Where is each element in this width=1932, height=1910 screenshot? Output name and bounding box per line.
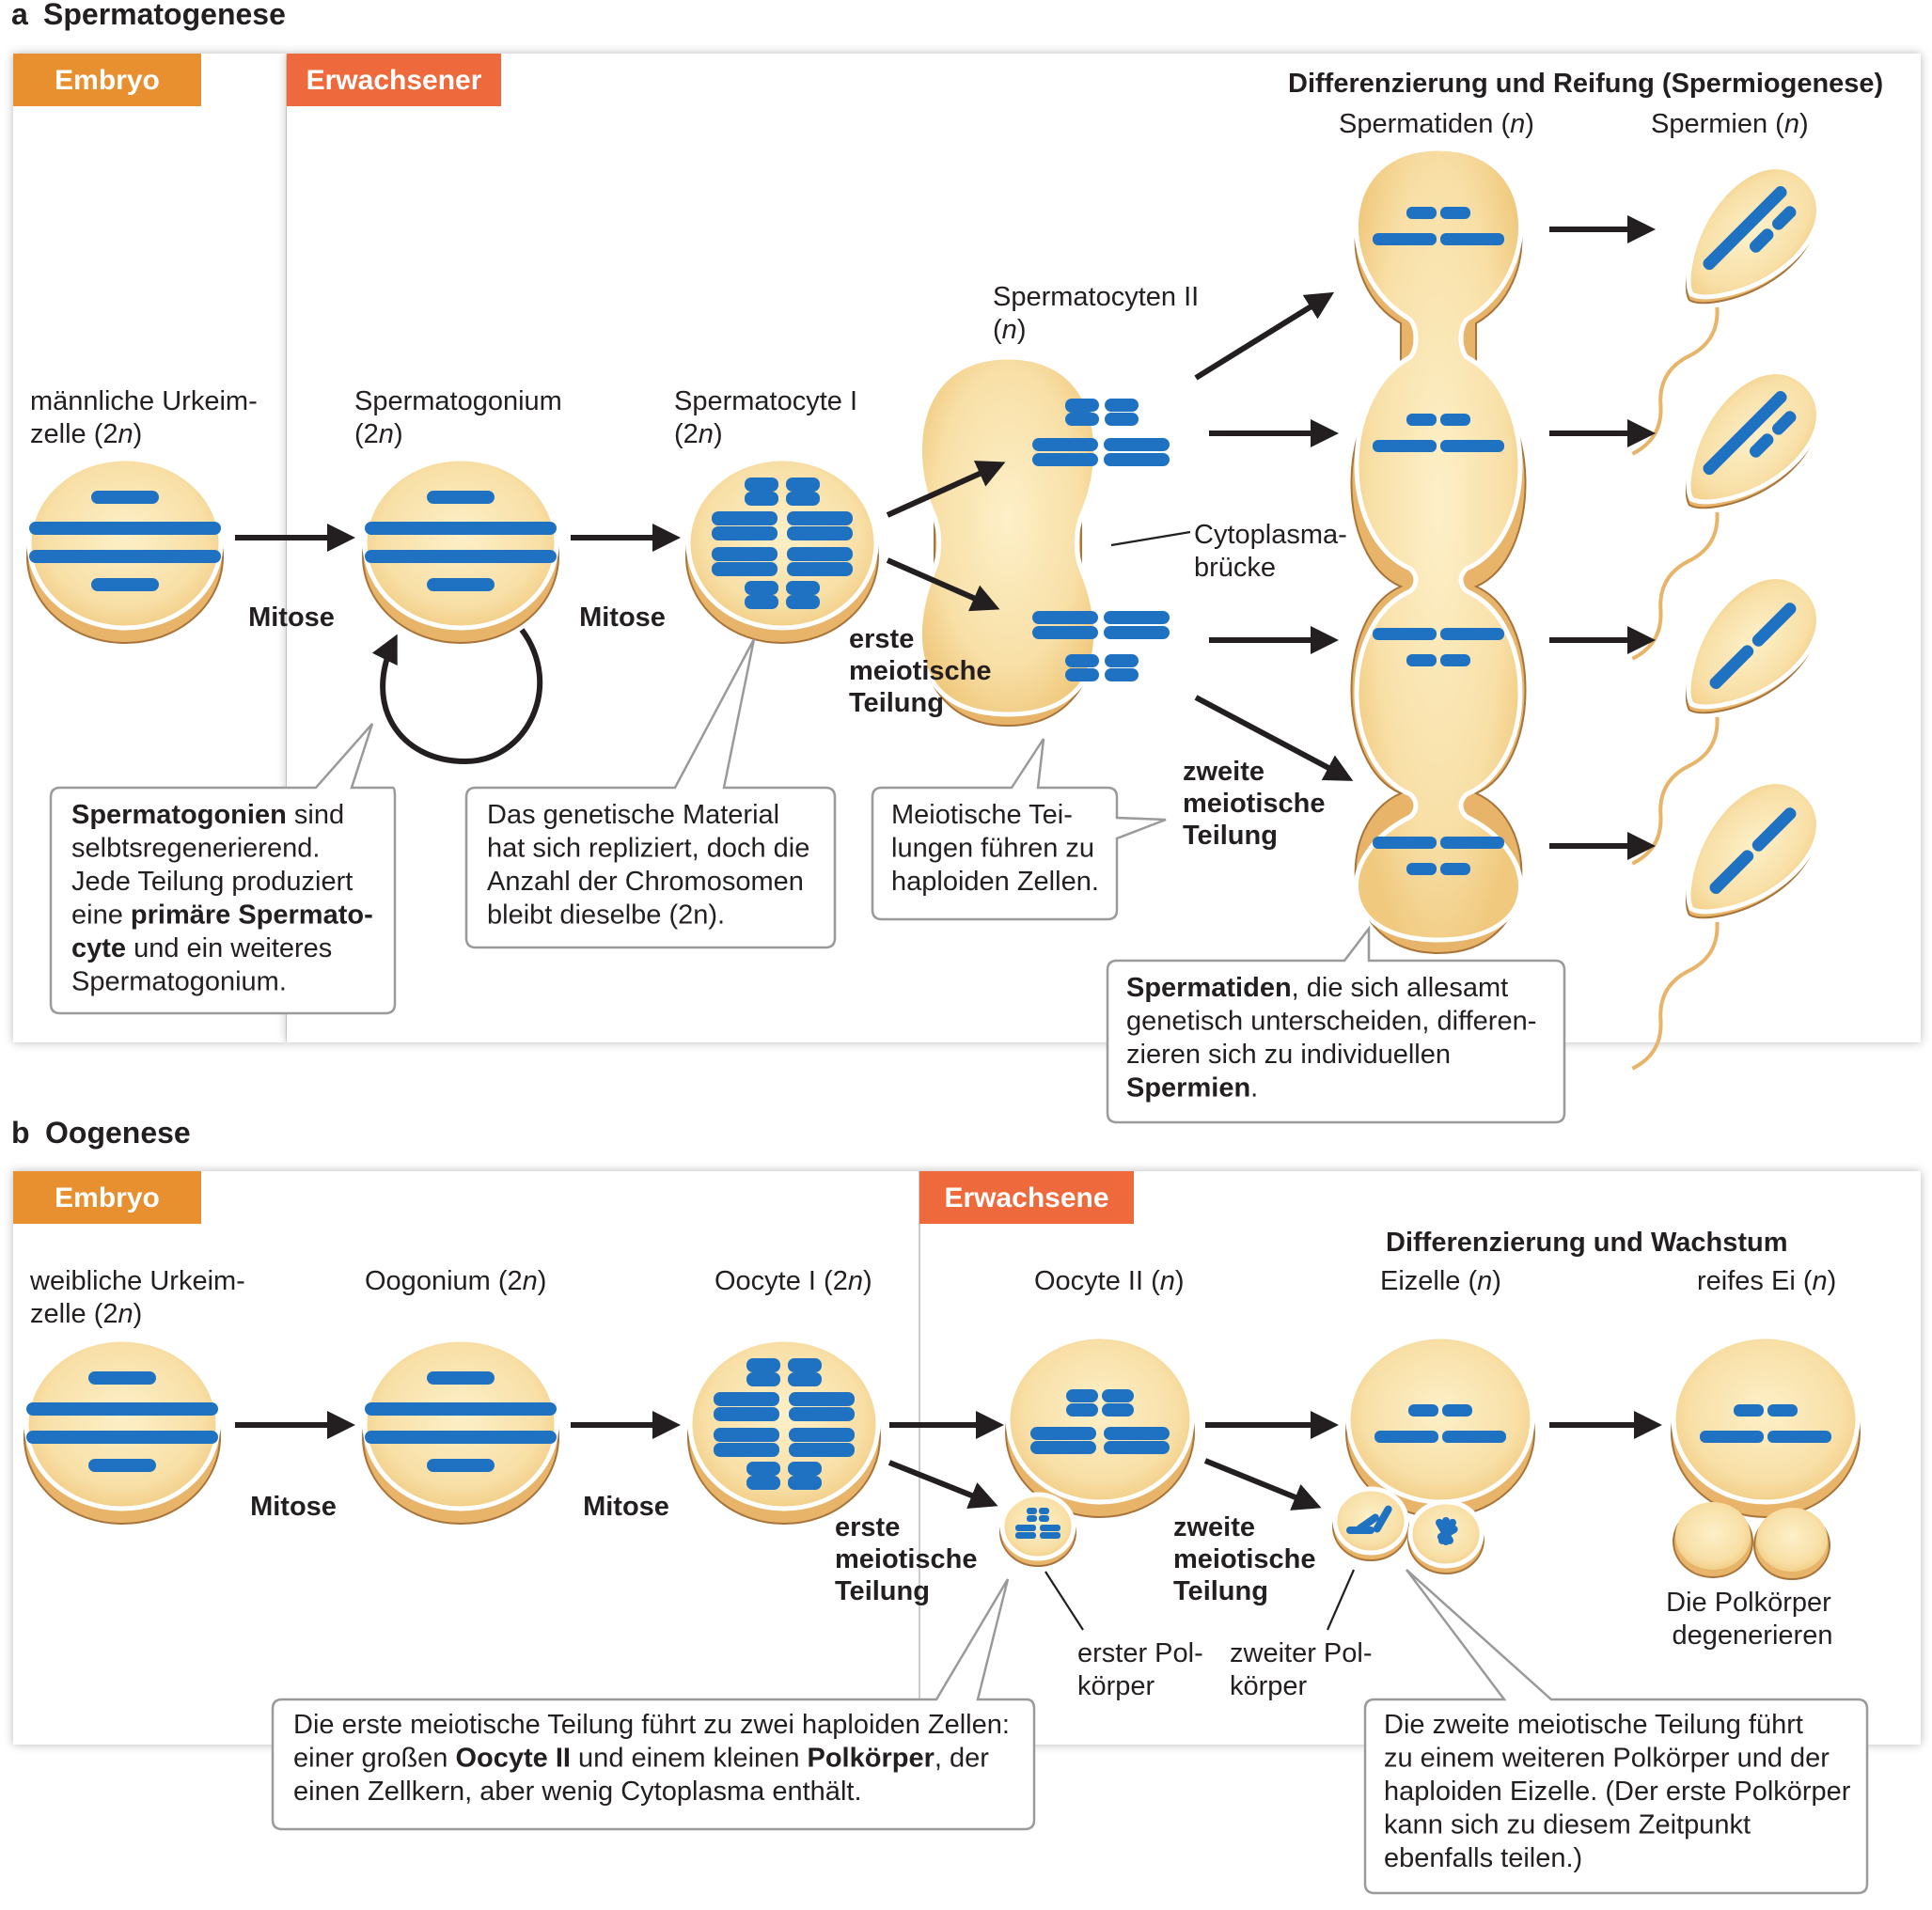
tag-adult-a-label: Erwachsener [306, 65, 482, 96]
cell-primordial-male [26, 456, 224, 644]
label-spermatogonium: Spermatogonium (2n) [354, 386, 570, 449]
cell-spermatocyte-1 [685, 456, 879, 644]
tag-adult-a: Erwachsener [287, 54, 501, 106]
callout-second-meiosis: Die zweite meiotische Teilung führt zu e… [1363, 1569, 1869, 1895]
cell-spermatid-chain [1350, 146, 1527, 955]
cell-oocyte-2 [1005, 1334, 1195, 1518]
svg-text:Spermatiden, die sich allesamt: Spermatiden, die sich allesamt genetisch… [1126, 973, 1544, 1104]
sc2-top-chromosome-group [1032, 399, 1170, 466]
label-polar-body-1: erster Pol- körper [1077, 1638, 1211, 1701]
cell-polar-body-1 [999, 1492, 1076, 1567]
tag-embryo-b: Embryo [13, 1171, 201, 1224]
label-oocyte-1: Oocyte I (2n) [715, 1266, 872, 1296]
label-meiosis2-a: zweite meiotische Teilung [1183, 757, 1333, 851]
polar2-pointer [1326, 1569, 1356, 1631]
tag-adult-b: Erwachsene [919, 1171, 1134, 1224]
arrows-panel-a [235, 215, 1656, 860]
cell-spermatogonium [362, 456, 559, 644]
cell-primordial-female [24, 1337, 221, 1525]
sperm-2 [1631, 369, 1821, 661]
panel-b-title: Oogenese [45, 1116, 191, 1150]
panel-a-title: Spermatogenese [43, 0, 286, 31]
svg-text:Die erste meiotische Teilung f: Die erste meiotische Teilung führt zu zw… [293, 1710, 1017, 1807]
svg-text:Spermatogonien sind se: Spermatogonien sind selbtsregenerierend.… [71, 800, 381, 997]
cell-polar-body-2a [1332, 1486, 1409, 1561]
label-cytoplasm-bridge: Cytoplasma- brücke [1194, 520, 1355, 583]
panel-a: a Spermatogenese Embryo Erwachsener Diff… [11, 0, 1921, 1124]
callout-genetic-material: Das genetische Material hat sich replizi… [464, 638, 837, 949]
svg-text:Meiotische Tei- lungen: Meiotische Tei- lungen führen zu haploid… [891, 800, 1102, 897]
label-mature-egg: reifes Ei (n) [1697, 1266, 1836, 1296]
label-mitosis-a2: Mitose [579, 603, 666, 633]
svg-text:Das genetische Material: Das genetische Material hat sich replizi… [487, 800, 817, 931]
sperm-4 [1631, 779, 1821, 1071]
sc2-bottom-chromosome-group [1032, 611, 1170, 681]
cell-egg [1345, 1334, 1535, 1518]
panel-b: b Oogenese Embryo Erwachsene Differenzie… [11, 1116, 1921, 1895]
label-meiosis1-b: erste meiotische Teilung [835, 1512, 985, 1606]
degenerating-polar-body-2 [1753, 1508, 1830, 1580]
label-polar-degenerate: Die Polkörper degenerieren [1666, 1588, 1839, 1651]
label-oocyte-2: Oocyte II (n) [1034, 1266, 1185, 1296]
stage-header-b: Differenzierung und Wachstum [1386, 1228, 1788, 1258]
cell-mature-egg [1671, 1334, 1861, 1518]
label-mitosis-b2: Mitose [583, 1492, 669, 1522]
label-primordial-female: weibliche Urkeim- zelle (2n) [29, 1266, 253, 1329]
sperm-3 [1631, 574, 1821, 866]
sperm-1 [1631, 164, 1821, 456]
label-mitosis-b1: Mitose [250, 1492, 337, 1522]
tag-embryo-b-label: Embryo [55, 1182, 160, 1213]
callout-spermatids: Spermatiden, die sich allesamt genetisch… [1106, 925, 1566, 1124]
cell-oocyte-1 [687, 1337, 881, 1525]
svg-text:Die zweite meiotische Teilung: Die zweite meiotische Teilung führt zu e… [1384, 1710, 1859, 1873]
panel-a-letter: a [11, 0, 28, 31]
stage-header-a: Differenzierung und Reifung (Spermiogene… [1288, 69, 1883, 99]
label-mitosis-a1: Mitose [248, 603, 335, 633]
label-spermatocyte-1: Spermatocyte I (2n) [674, 386, 865, 449]
cell-oogonium [362, 1337, 559, 1525]
polar1-pointer [1045, 1571, 1084, 1631]
tag-embryo-a: Embryo [13, 54, 201, 106]
panel-b-letter: b [11, 1116, 30, 1150]
bridge-pointer [1110, 530, 1191, 547]
label-spermatocyte-2: Spermatocyten II (n) [993, 282, 1206, 345]
label-meiosis1-a: erste meiotische Teilung [849, 624, 999, 718]
tag-embryo-a-label: Embryo [55, 65, 160, 96]
arrows-panel-b [235, 1411, 1662, 1511]
label-meiosis2-b: zweite meiotische Teilung [1173, 1512, 1324, 1606]
label-polar-body-2: zweiter Pol- körper [1230, 1638, 1380, 1701]
cell-polar-body-2b [1407, 1499, 1484, 1574]
callout-first-meiosis: Die erste meiotische Teilung führt zu zw… [271, 1578, 1036, 1831]
label-egg-cell: Eizelle (n) [1380, 1266, 1501, 1296]
label-oogonium: Oogonium (2n) [365, 1266, 546, 1296]
label-primordial-male: männliche Urkeim- zelle (2n) [30, 386, 265, 449]
callout-meiotic-divisions: Meiotische Tei- lungen führen zu haploid… [871, 738, 1167, 921]
label-spermatids: Spermatiden (n) [1339, 109, 1534, 139]
degenerating-polar-body-1 [1673, 1502, 1753, 1578]
callout-spermatogonia: Spermatogonien sind selbtsregenerierend.… [49, 723, 397, 1015]
label-sperm: Spermien (n) [1651, 109, 1809, 139]
tag-adult-b-label: Erwachsene [944, 1182, 1108, 1213]
